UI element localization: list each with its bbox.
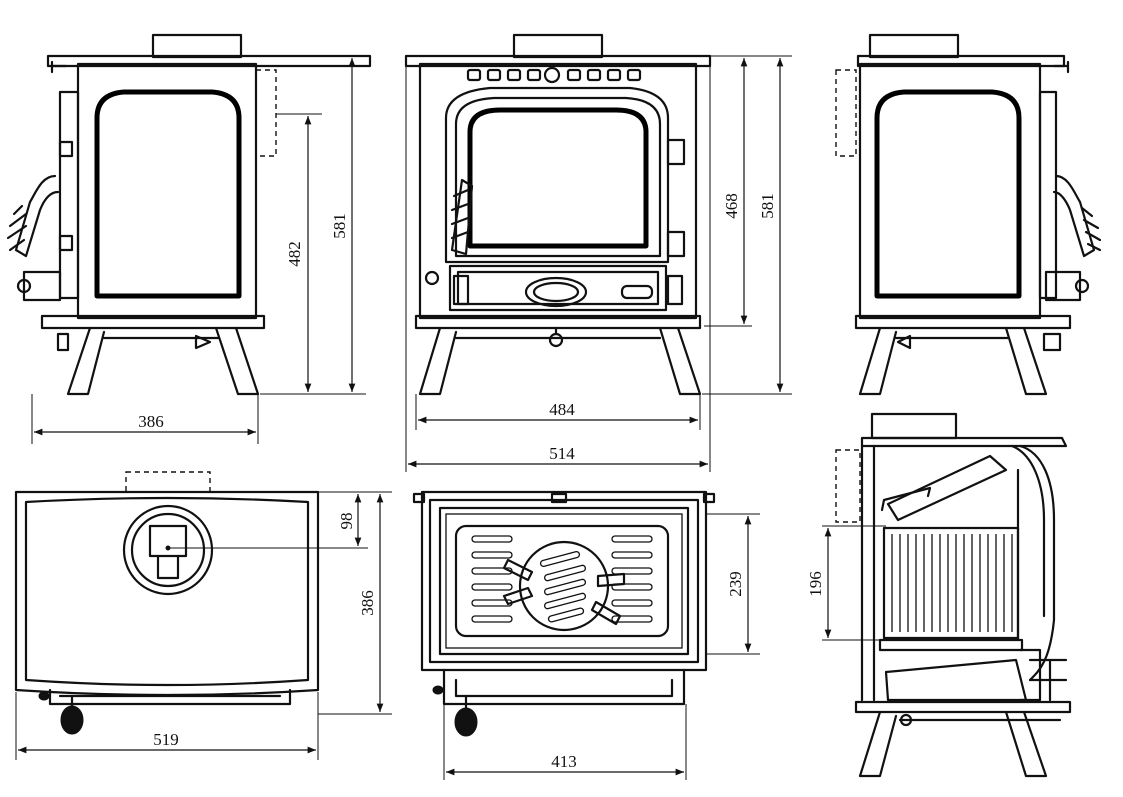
- dim-front-height-door: 468: [722, 193, 741, 219]
- riddling-grate-pieces: [539, 550, 587, 623]
- left-side-view: 386 581 482: [6, 33, 372, 444]
- dim-top-flue-offset: 98: [337, 513, 356, 530]
- cross-section-view: 196: [806, 412, 1072, 778]
- firebox-fins: [891, 534, 1013, 632]
- dim-side-width: 386: [138, 412, 164, 431]
- right-side-view: [835, 33, 1102, 396]
- dim-front-height-total: 581: [758, 193, 777, 219]
- dim-top-depth-total: 386: [358, 590, 377, 616]
- dim-side-height-total: 581: [330, 213, 349, 239]
- dim-section-firebox-height: 196: [806, 571, 825, 597]
- dim-front-inner-width: 484: [549, 400, 575, 419]
- dim-front-total-width: 514: [549, 444, 575, 463]
- dim-top-depth: 519: [153, 730, 179, 749]
- top-view: 519 386 98: [14, 471, 392, 760]
- grate-section-view: 413 239: [412, 490, 760, 780]
- air-vent-row: [466, 66, 642, 84]
- dim-side-height-door: 482: [285, 241, 304, 267]
- grate-bars: [471, 535, 653, 623]
- front-view: 484 514 468 581: [404, 33, 792, 472]
- dim-bottom-grate-width: 413: [551, 752, 577, 771]
- dim-bottom-grate-depth: 239: [726, 571, 745, 597]
